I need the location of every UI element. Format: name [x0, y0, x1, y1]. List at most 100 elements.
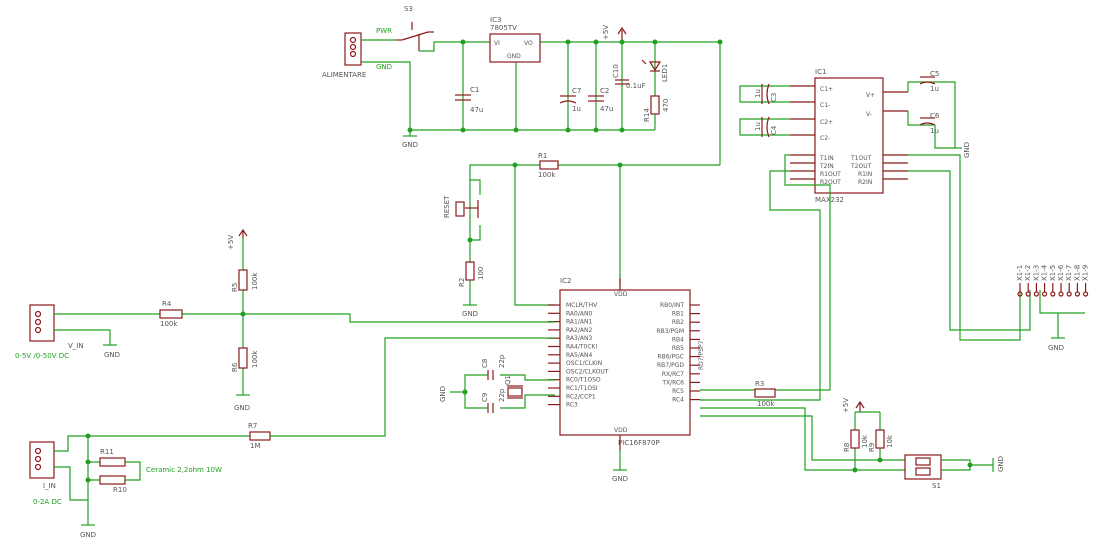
ceramic-label: Ceramic 2,2ohm 10W: [146, 466, 222, 474]
c3-value: 1u: [754, 89, 762, 98]
resistor-r14: [650, 95, 660, 115]
x1-pin-contact: [1050, 291, 1056, 297]
c4-label: C4: [770, 125, 778, 135]
pic-left-pin-label: RC0/T1OSO: [566, 377, 601, 384]
r3-value: 100k: [757, 400, 775, 408]
max232-section: IC1 MAX232 C1+ C1- C2+ C2- V+ V- T1IN T2…: [700, 68, 1031, 401]
x1-pin-label: X1-9: [1082, 265, 1090, 281]
c2-value: 47u: [600, 105, 613, 113]
resistor-r4: [159, 309, 183, 319]
r8-label: R8: [843, 443, 851, 452]
x1-pin-label: X1-2: [1024, 265, 1032, 281]
pic-left-pin-label: OSC1/CLKIN: [566, 360, 602, 367]
resistor-r1: [539, 160, 559, 170]
power-connector: [344, 32, 362, 66]
x1-pin-label: X1-5: [1049, 265, 1057, 281]
x1-pin-contact: [1074, 291, 1081, 297]
pic-vdd-bottom: VDD: [614, 427, 628, 434]
pic-left-pin-label: RA0/AN0: [566, 310, 592, 317]
plus5v-top-label: +5V: [602, 25, 610, 40]
plus5v-mid-label: +5V: [227, 235, 235, 250]
x1-pin-label: X1-8: [1073, 265, 1081, 281]
r9-value: 10k: [886, 434, 894, 448]
voltage-input-section: V_IN 0-5V /0-50V DC GND R4 100k +5V R5 1…: [15, 228, 555, 412]
max-c2p: C2+: [820, 119, 833, 126]
c10-label: C10: [612, 64, 620, 78]
max-t2out: T2OUT: [850, 163, 872, 170]
x1-pin-contact: [1017, 291, 1023, 297]
pic-left-pin-label: OSC2/CLKOUT: [566, 368, 609, 375]
v-in-connector: [29, 304, 55, 342]
c10-value: 0.1uF: [626, 82, 646, 90]
gnd-label-reg: GND: [402, 141, 418, 149]
ic2-label: IC2: [560, 277, 571, 285]
r9-label: R9: [868, 443, 876, 452]
x1-pin-label: X1-7: [1065, 265, 1073, 281]
pic-left-pin-label: RC3: [566, 402, 578, 409]
c5-value: 1u: [930, 85, 939, 93]
max-r1out: R1OUT: [820, 171, 841, 178]
pic-right-pin-label: RB6/PGC: [657, 354, 684, 361]
resistor-r6: [238, 347, 248, 369]
max-t1out: T1OUT: [850, 155, 872, 162]
pic-left-pin-label: RC2/CCP1: [566, 393, 596, 400]
pic-ic2: [559, 289, 691, 436]
c7-label: C7: [572, 87, 581, 95]
resistor-r9: [875, 429, 885, 449]
x1-pin-label: X1-6: [1057, 264, 1065, 281]
max-c1m: C1-: [820, 102, 830, 109]
regulator-ic3: [489, 33, 541, 63]
resistor-r10: [99, 475, 126, 485]
r2-value: 100: [477, 267, 485, 280]
pic-left-pin-label: RA3/AN3: [566, 335, 592, 342]
ic3-value: 7805TV: [490, 24, 517, 32]
x1-pin-contact: [1066, 291, 1072, 297]
resistor-r7: [249, 431, 271, 441]
c8-value: 22p: [498, 354, 506, 368]
max-r2out: R2OUT: [820, 179, 841, 186]
resistor-r3: [754, 388, 776, 398]
r14-value: 470: [662, 99, 670, 112]
pic-left-pin-label: RA4/T0CKI: [566, 344, 597, 351]
pic-label: PIC16F870P: [618, 439, 660, 447]
ic3-label: IC3: [490, 16, 501, 24]
ic1-label: IC1: [815, 68, 826, 76]
c3-label: C3: [770, 93, 778, 102]
pic-left-pin-label: MCLR/THV: [566, 302, 598, 309]
gnd-label-pic: GND: [612, 475, 628, 483]
resistor-r5: [238, 269, 248, 291]
r5-label: R5: [231, 283, 239, 292]
r11-label: R11: [100, 448, 114, 456]
resistor-r8: [850, 429, 860, 449]
r1-label: R1: [538, 152, 547, 160]
reset-label: RESET: [443, 195, 451, 218]
ic3-vo-pin: VO: [524, 40, 533, 47]
pic-right-pin-label: TX/RC6: [661, 379, 684, 386]
c5-label: C5: [930, 70, 939, 78]
x1-pin-contact: [1041, 291, 1048, 297]
gnd-label-s1: GND: [997, 456, 1005, 472]
max-vminus: V-: [866, 111, 872, 118]
i-range-label: 0-2A DC: [33, 498, 62, 506]
gnd-label-max: GND: [963, 142, 971, 158]
q1-label: Q1: [504, 375, 512, 385]
max-vplus: V+: [866, 92, 875, 99]
r2-label: R2: [458, 278, 466, 287]
r6-value: 100k: [251, 350, 259, 368]
r1-value: 100k: [538, 171, 556, 179]
x1-pin-contact: [1082, 291, 1089, 297]
x1-pin-label: X1-1: [1016, 265, 1024, 281]
x1-pin-label: X1-4: [1041, 264, 1049, 281]
r7-label: R7: [248, 422, 257, 430]
gnd-label-x1: GND: [1048, 344, 1064, 352]
pic-right-pin-label: RX/RC7: [662, 371, 684, 378]
gnd-label-r6: GND: [234, 404, 250, 412]
power-section: ALIMENTARE PWR GND S3 GND IC3 7805TV VI …: [322, 5, 723, 165]
pic-vdd-top: VDD: [614, 291, 628, 298]
switch-s1-section: R3 100k +5V R8 10k R9 10k S1 GND: [700, 380, 1005, 490]
c1-value: 47u: [470, 106, 483, 114]
resistor-r2: [465, 261, 475, 281]
crystal-q1: [507, 387, 523, 397]
pic-right-pin-label: RB5: [672, 345, 684, 352]
